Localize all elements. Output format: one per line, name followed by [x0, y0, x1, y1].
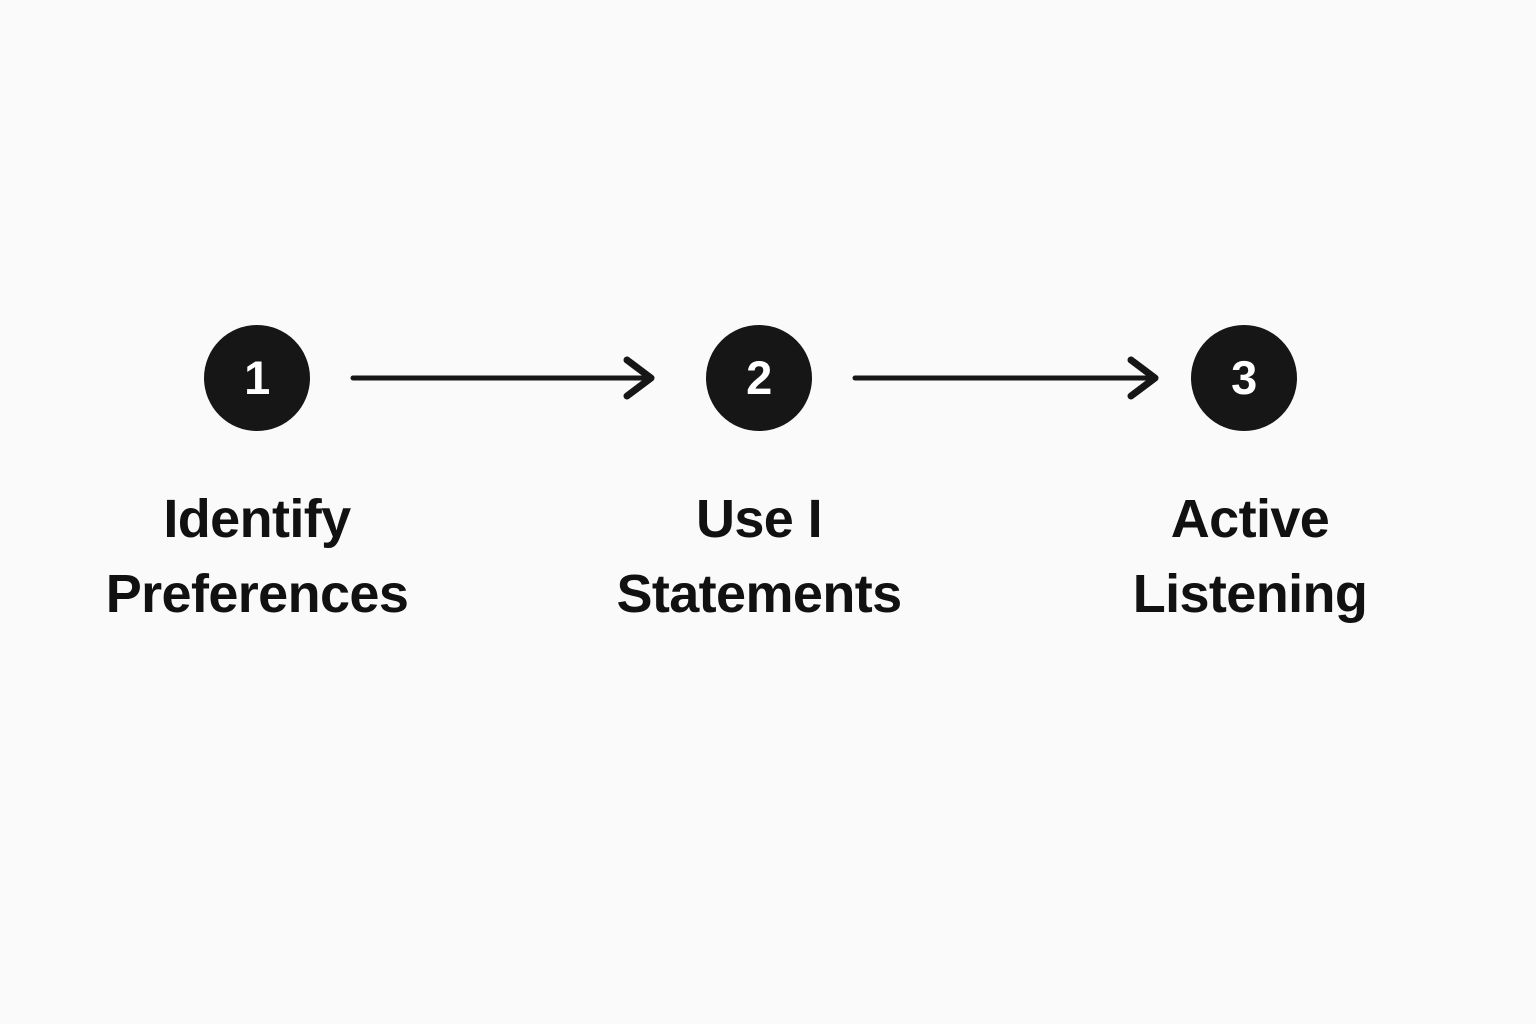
connector-arrow-1-to-2: [350, 348, 655, 408]
arrow-right-icon: [350, 356, 655, 400]
arrow-right-icon: [852, 356, 1159, 400]
step-label-2-line-2: Statements: [616, 563, 902, 624]
flow-labels-row: Identify Preferences Use I Statements Ac…: [0, 482, 1536, 642]
step-node-2[interactable]: 2: [706, 325, 812, 431]
step-circle-2[interactable]: 2: [706, 325, 812, 431]
step-circle-3[interactable]: 3: [1191, 325, 1297, 431]
step-label-3-line-2: Listening: [1132, 563, 1368, 624]
step-label-2: Use I Statements: [559, 482, 959, 631]
step-label-2-line-1: Use I: [695, 489, 823, 549]
step-number-3: 3: [1231, 350, 1257, 404]
step-label-1-line-1: Identify: [163, 489, 351, 549]
step-label-3-line-1: Active: [1170, 489, 1330, 549]
step-label-3: Active Listening: [1050, 482, 1450, 631]
step-label-1-line-2: Preferences: [105, 563, 409, 624]
step-circle-1[interactable]: 1: [204, 325, 310, 431]
step-number-1: 1: [244, 350, 270, 404]
step-node-3[interactable]: 3: [1191, 325, 1297, 431]
connector-arrow-2-to-3: [852, 348, 1159, 408]
flow-nodes-row: 1 2 3: [0, 325, 1536, 431]
step-number-2: 2: [746, 350, 772, 404]
step-label-1: Identify Preferences: [57, 482, 457, 631]
step-node-1[interactable]: 1: [204, 325, 310, 431]
